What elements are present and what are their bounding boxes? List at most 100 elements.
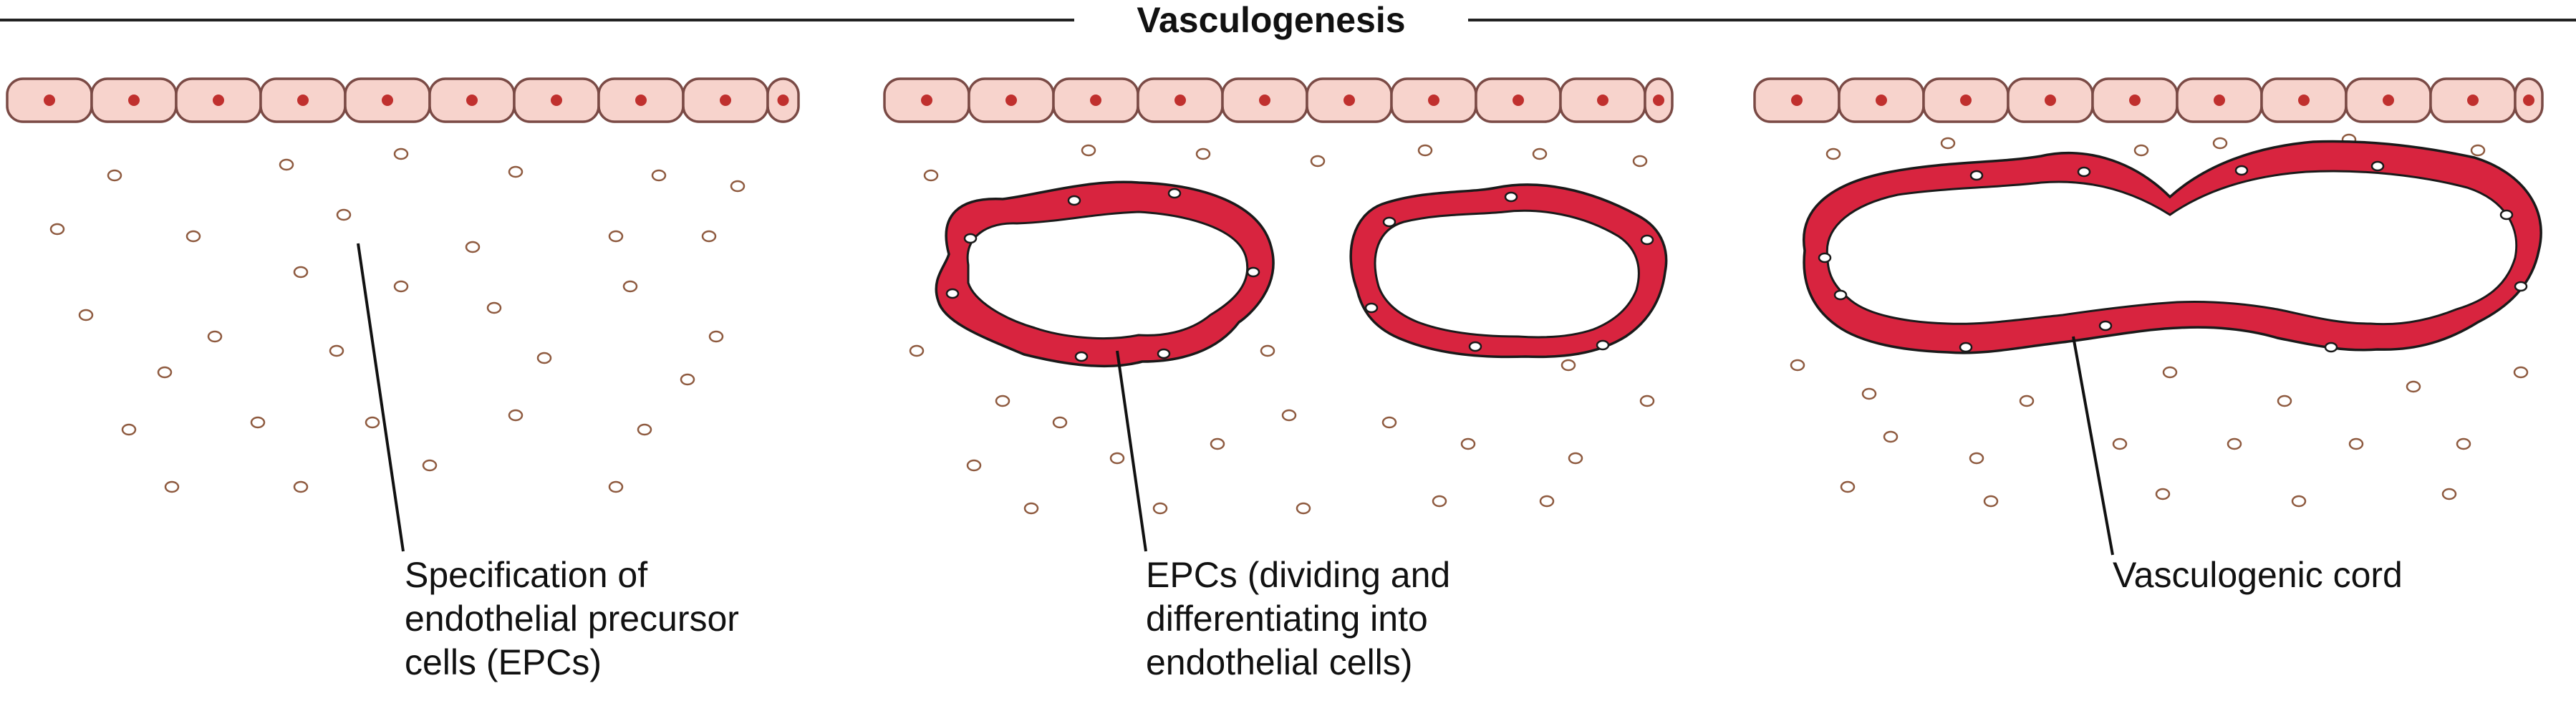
mesenchymal-nucleus (1152, 502, 1168, 515)
mesenchymal-nucleus (365, 416, 380, 429)
epithelial-nucleus (1960, 95, 1972, 106)
mesenchymal-nucleus (1861, 387, 1877, 400)
mesenchymal-nucleus (1532, 147, 1548, 160)
mesenchymal-nucleus (1883, 430, 1899, 443)
mesenchymal-cells-middle (909, 144, 1655, 515)
mesenchymal-nucleus (2212, 137, 2228, 150)
mesenchymal-nucleus (1081, 144, 1096, 157)
mesenchymal-nucleus (2441, 488, 2457, 500)
epithelial-nucleus (1597, 95, 1608, 106)
mesenchymal-nucleus (680, 373, 695, 386)
epithelial-nucleus (2045, 95, 2056, 106)
mesenchymal-nucleus (49, 223, 65, 236)
epithelial-nucleus (382, 95, 393, 106)
mesenchymal-nucleus (2291, 495, 2307, 508)
mesenchymal-nucleus (1639, 395, 1655, 407)
epithelial-nucleus (921, 95, 932, 106)
epithelial-nucleus (635, 95, 647, 106)
mesenchymal-nucleus (1825, 147, 1841, 160)
mesenchymal-nucleus (2112, 437, 2128, 450)
mesenchymal-cells-left (49, 147, 746, 493)
epithelial-nucleus (1513, 95, 1524, 106)
mesenchymal-nucleus (207, 330, 223, 343)
mesenchymal-nucleus (1460, 437, 1476, 450)
mesenchymal-nucleus (1969, 452, 1984, 465)
mesenchymal-nucleus (2406, 380, 2421, 393)
mesenchymal-nucleus (2155, 488, 2171, 500)
mesenchymal-nucleus (336, 208, 352, 221)
epithelial-nucleus (297, 95, 309, 106)
mesenchymal-nucleus (708, 330, 724, 343)
mesenchymal-nucleus (966, 459, 982, 472)
mesenchymal-nucleus (2133, 144, 2149, 157)
mesenchymal-nucleus (329, 344, 344, 357)
mesenchymal-nucleus (1023, 502, 1039, 515)
epithelial-nucleus (1653, 95, 1664, 106)
mesenchymal-nucleus (1568, 452, 1583, 465)
mesenchymal-nucleus (651, 169, 667, 182)
epithelial-nucleus (1344, 95, 1355, 106)
epithelium-layer-left (6, 77, 800, 123)
label-vasculogenic-cord: Vasculogenic cord (2113, 555, 2403, 595)
epithelial-nucleus (720, 95, 731, 106)
mesenchymal-nucleus (622, 280, 638, 293)
mesenchymal-nucleus (909, 344, 925, 357)
mesenchymal-nucleus (1210, 437, 1225, 450)
mesenchymal-nucleus (393, 147, 409, 160)
mesenchymal-nucleus (1109, 452, 1125, 465)
epithelial-nucleus (1174, 95, 1186, 106)
epithelial-nucleus (2383, 95, 2394, 106)
label-specification: Specification of endothelial precursor c… (405, 555, 749, 682)
mesenchymal-nucleus (2513, 366, 2529, 379)
label-epcs-dividing: EPCs (dividing and differentiating into … (1146, 555, 1460, 682)
mesenchymal-nucleus (536, 352, 552, 364)
leader-line-epcs (1116, 350, 1147, 552)
epithelial-nucleus (2523, 95, 2534, 106)
epithelial-nucleus (466, 95, 478, 106)
mesenchymal-nucleus (1560, 359, 1576, 372)
mesenchymal-nucleus (185, 230, 201, 243)
epithelial-nucleus (213, 95, 224, 106)
epithelial-nucleus (1791, 95, 1803, 106)
mesenchymal-nucleus (1790, 359, 1805, 372)
mesenchymal-nucleus (1195, 147, 1211, 160)
mesenchymal-nucleus (2277, 395, 2292, 407)
mesenchymal-nucleus (157, 366, 173, 379)
mesenchymal-nucleus (2470, 144, 2486, 157)
mesenchymal-nucleus (107, 169, 122, 182)
mesenchymal-nucleus (608, 230, 624, 243)
mesenchymal-nucleus (923, 169, 939, 182)
epithelial-nucleus (2467, 95, 2479, 106)
mesenchymal-nucleus (1983, 495, 1999, 508)
mesenchymal-nucleus (1281, 409, 1297, 422)
mesenchymal-nucleus (730, 180, 746, 193)
mesenchymal-nucleus (1840, 480, 1856, 493)
mesenchymal-nucleus (422, 459, 438, 472)
mesenchymal-nucleus (1052, 416, 1068, 429)
mesenchymal-nucleus (2162, 366, 2178, 379)
epithelial-nucleus (128, 95, 140, 106)
mesenchymal-nucleus (293, 480, 309, 493)
mesenchymal-nucleus (78, 309, 94, 321)
mesenchymal-nucleus (508, 165, 524, 178)
mesenchymal-nucleus (393, 280, 409, 293)
mesenchymal-nucleus (637, 423, 652, 436)
mesenchymal-nucleus (121, 423, 137, 436)
mesenchymal-nucleus (465, 241, 481, 253)
leader-line-specification (357, 243, 405, 552)
epc-ring-left (935, 180, 1275, 368)
epithelial-nucleus (777, 95, 789, 106)
epc-ring-right (1349, 183, 1668, 359)
mesenchymal-nucleus (608, 480, 624, 493)
mesenchymal-nucleus (279, 158, 294, 171)
epithelial-nucleus (2214, 95, 2225, 106)
mesenchymal-nucleus (486, 301, 502, 314)
mesenchymal-nucleus (1381, 416, 1397, 429)
mesenchymal-nucleus (1539, 495, 1555, 508)
mesenchymal-nucleus (508, 409, 524, 422)
mesenchymal-nucleus (1632, 155, 1648, 168)
mesenchymal-nucleus (2348, 437, 2364, 450)
epithelial-nucleus (2298, 95, 2310, 106)
mesenchymal-nucleus (293, 266, 309, 279)
mesenchymal-nucleus (1310, 155, 1326, 168)
